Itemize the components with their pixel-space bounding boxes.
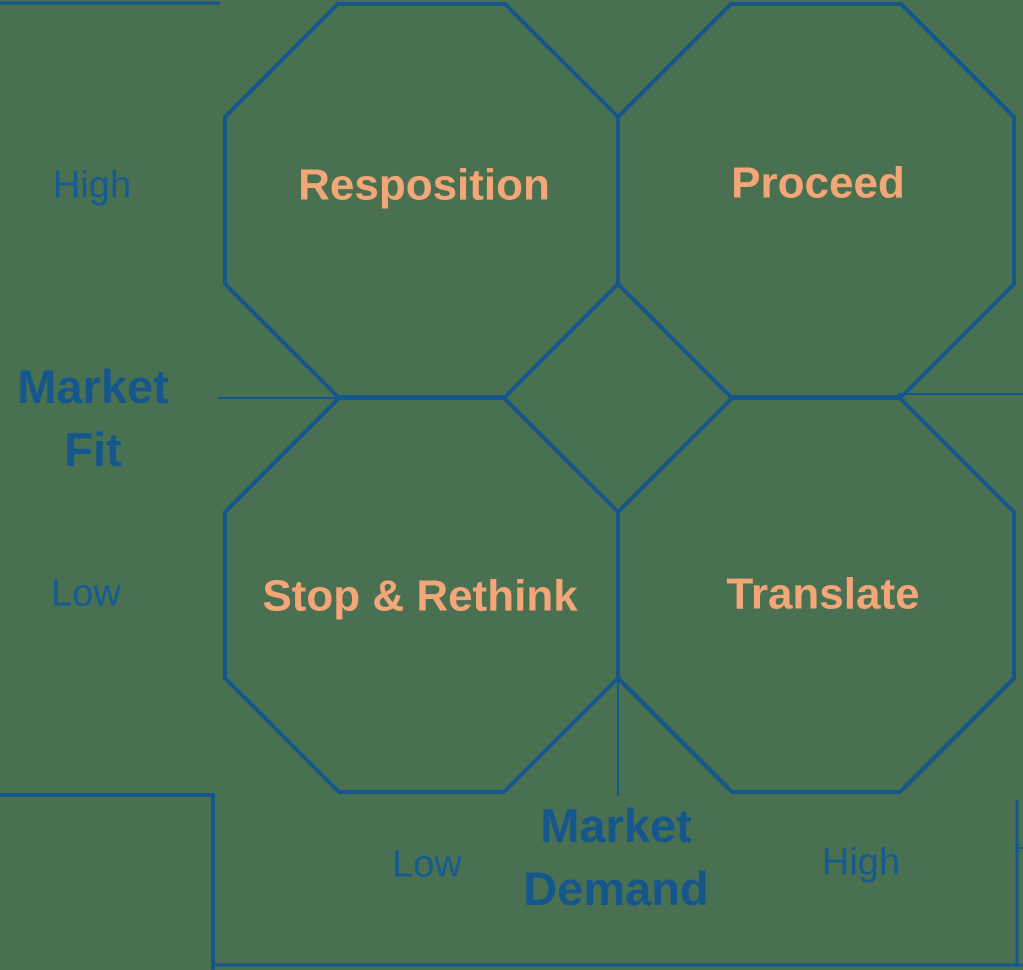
x-axis-low-label: Low — [392, 843, 462, 886]
quadrant-label-proceed: Proceed — [731, 158, 905, 208]
y-axis-title: Market Fit — [17, 360, 169, 476]
quadrant-label-translate: Translate — [726, 569, 920, 619]
x-axis-high-label: High — [821, 841, 901, 884]
octagon-bottom-left — [223, 396, 620, 794]
y-axis-high-label: High — [52, 164, 132, 207]
quadrant-label-resposition: Resposition — [298, 160, 550, 210]
x-axis-title: Market Demand — [523, 799, 709, 915]
quadrant-label-stop-rethink: Stop & Rethink — [262, 571, 578, 621]
y-axis-low-label: Low — [51, 572, 121, 615]
octagon-bottom-right — [616, 396, 1016, 794]
